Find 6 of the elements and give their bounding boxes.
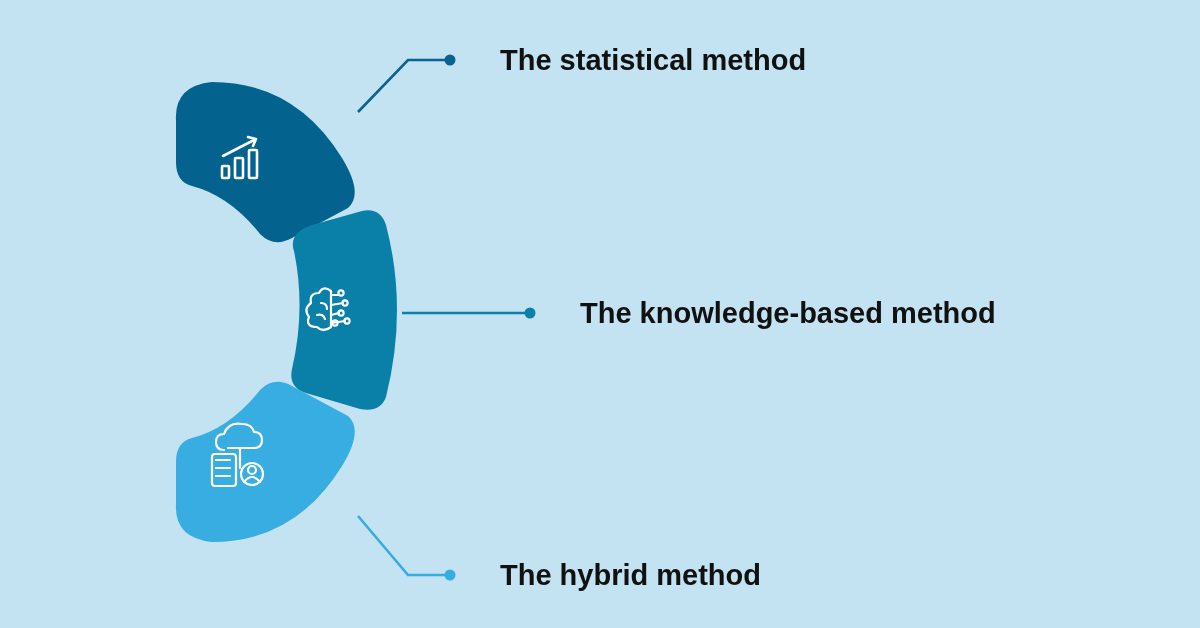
leader-line bbox=[357, 515, 456, 581]
method-label: The hybrid method bbox=[500, 558, 761, 593]
method-label: The statistical method bbox=[500, 43, 807, 78]
leader-line bbox=[402, 307, 536, 319]
method-label: The knowledge-based method bbox=[580, 296, 996, 331]
leader-line bbox=[357, 54, 456, 113]
